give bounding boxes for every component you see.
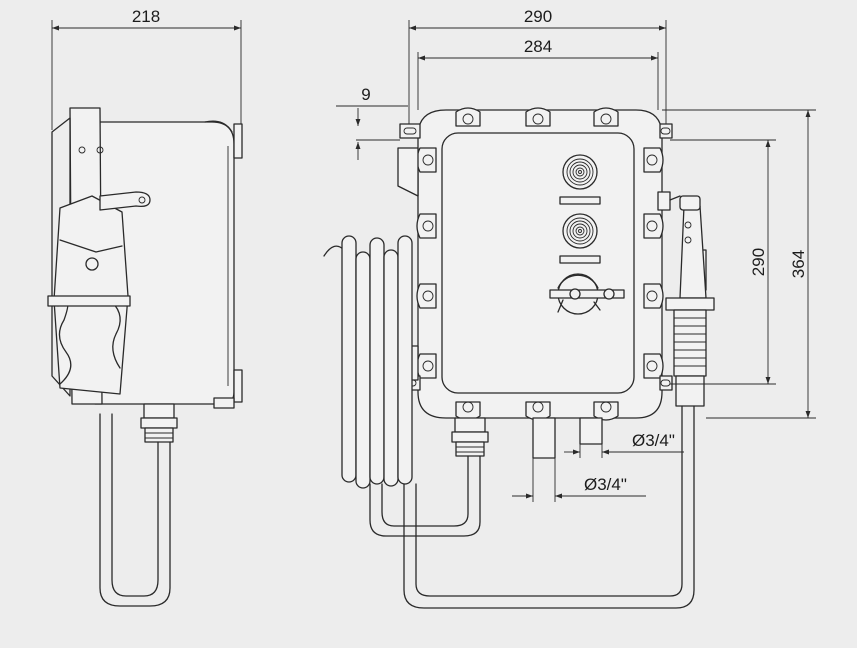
dim-conduit-right-label: Ø3/4" [632, 431, 675, 450]
dim-flange-offset-label: 9 [361, 85, 370, 104]
side-view [47, 107, 243, 607]
push-button-bottom [562, 213, 598, 249]
side-handset [53, 195, 129, 395]
hook-bracket [657, 191, 671, 211]
flange-bolts [416, 107, 664, 421]
side-mount-lug-top [233, 123, 243, 159]
front-view [323, 107, 715, 609]
front-cord-loop-small [369, 455, 481, 537]
front-cord-loop-large [403, 405, 695, 609]
front-cable-gland [454, 417, 486, 433]
front-cover [441, 132, 635, 394]
dim-total-height-label: 364 [789, 250, 808, 278]
dim-conduit-right: Ø3/4" [564, 431, 684, 458]
side-hook-pivot [85, 257, 99, 271]
side-cable-gland [143, 403, 175, 419]
coiled-cord [323, 235, 413, 489]
label-plate-bottom [559, 255, 601, 264]
dim-mount-height-label: 290 [749, 248, 768, 276]
conduit-entry-right [579, 417, 603, 445]
dim-total-height: 364 [662, 109, 816, 419]
side-mount-lug-bottom [233, 369, 243, 403]
conduit-entry-left [532, 417, 556, 459]
side-cord-loop [99, 413, 171, 607]
dim-mount-height: 290 [670, 139, 776, 385]
dim-side-width: 218 [51, 7, 242, 130]
label-plate-top [559, 196, 601, 205]
dim-front-outer-width-label: 290 [524, 7, 552, 26]
side-hook-lever [99, 191, 151, 211]
rotary-selector-switch [549, 273, 625, 315]
dim-front-inner-width-label: 284 [524, 37, 552, 56]
dim-front-outer-width: 290 [408, 7, 667, 124]
dim-conduit-left-label: Ø3/4" [584, 475, 627, 494]
dim-flange-offset: 9 [336, 85, 408, 160]
dim-side-width-label: 218 [132, 7, 160, 26]
push-button-top [562, 154, 598, 190]
dim-front-inner-width: 284 [417, 37, 659, 110]
dim-conduit-left: Ø3/4" [512, 458, 646, 502]
front-handset [665, 195, 715, 407]
